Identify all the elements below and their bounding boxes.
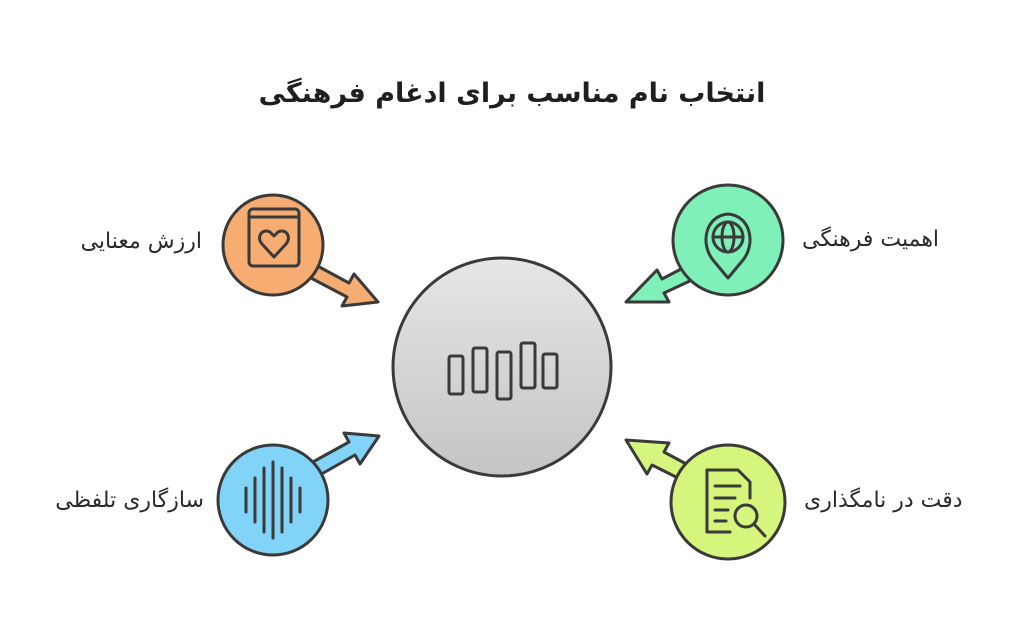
- globe-pin-icon: [704, 212, 752, 280]
- node-label-meaning: ارزش معنایی: [80, 229, 202, 254]
- document-search-icon: [705, 468, 767, 538]
- arrow-phonetic: [309, 431, 381, 478]
- diagram-title: انتخاب نام مناسب برای ادغام فرهنگی: [258, 78, 766, 109]
- node-label-phonetic: سازگاری تلفظی: [55, 488, 204, 513]
- book-heart-icon: [247, 207, 301, 268]
- node-label-accuracy: دقت در نامگذاری: [804, 488, 963, 513]
- sound-wave-icon: [244, 460, 302, 540]
- node-label-culture: اهمیت فرهنگی: [802, 227, 940, 252]
- arrow-meaning: [307, 261, 380, 308]
- bar-columns-icon: [447, 341, 559, 401]
- node-circle-accuracy: [669, 443, 787, 561]
- node-circle-culture: [671, 183, 785, 297]
- center-circle: [391, 256, 613, 478]
